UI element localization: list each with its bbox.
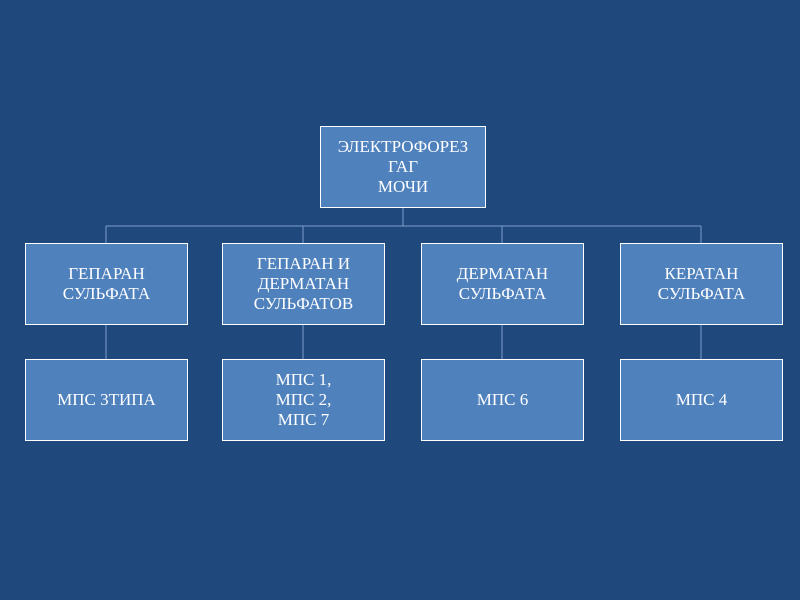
category-node-label: ГЕПАРАН И ДЕРМАТАН СУЛЬФАТОВ (253, 254, 354, 313)
category-node-label: КЕРАТАН СУЛЬФАТА (657, 264, 746, 303)
category-node-label: ДЕРМАТАН СУЛЬФАТА (456, 264, 549, 303)
leaf-node-label: МПС 4 (675, 390, 728, 409)
root-node: ЭЛЕКТРОФОРЕЗ ГАГ МОЧИ (320, 126, 486, 208)
leaf-node-mps-6: МПС 6 (421, 359, 584, 441)
leaf-node-label: МПС 3ТИПА (57, 390, 156, 409)
category-node-label: ГЕПАРАН СУЛЬФАТА (62, 264, 151, 303)
root-node-label: ЭЛЕКТРОФОРЕЗ ГАГ МОЧИ (337, 137, 469, 196)
category-node-heparan-dermatan-sulfates: ГЕПАРАН И ДЕРМАТАН СУЛЬФАТОВ (222, 243, 385, 325)
leaf-node-mps-1-2-7: МПС 1, МПС 2, МПС 7 (222, 359, 385, 441)
category-node-heparan-sulfate: ГЕПАРАН СУЛЬФАТА (25, 243, 188, 325)
leaf-node-label: МПС 1, МПС 2, МПС 7 (275, 370, 332, 429)
leaf-node-label: МПС 6 (476, 390, 529, 409)
category-node-keratan-sulfate: КЕРАТАН СУЛЬФАТА (620, 243, 783, 325)
leaf-node-mps-3: МПС 3ТИПА (25, 359, 188, 441)
leaf-node-mps-4: МПС 4 (620, 359, 783, 441)
category-node-dermatan-sulfate: ДЕРМАТАН СУЛЬФАТА (421, 243, 584, 325)
